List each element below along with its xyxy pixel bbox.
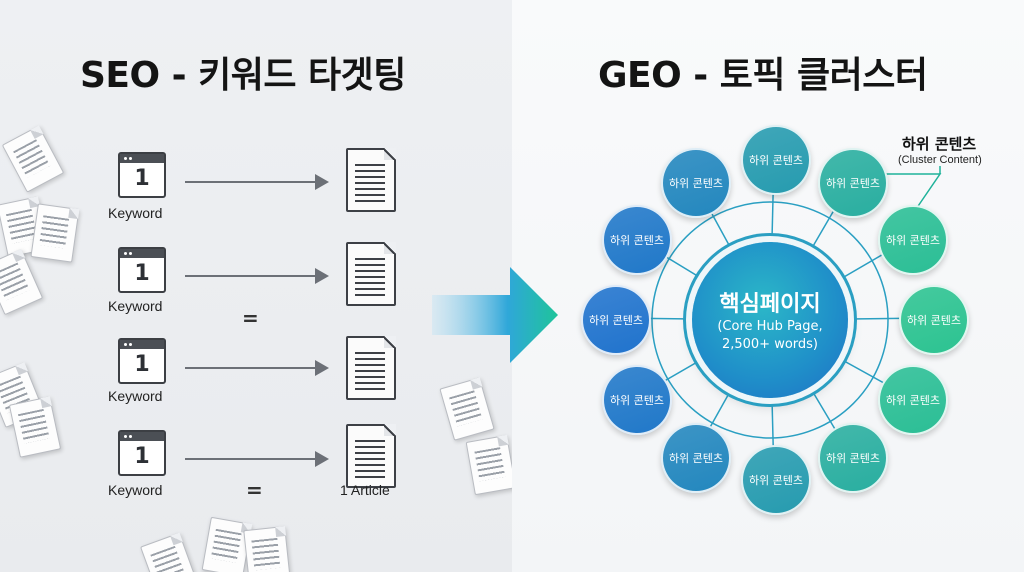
cluster-content-bubble: 하위 콘텐츠 xyxy=(602,365,672,435)
cluster-content-label: 하위 콘텐츠 xyxy=(906,314,962,327)
cluster-content-label: 하위 콘텐츠 xyxy=(748,154,804,167)
cluster-content-label: 하위 콘텐츠 xyxy=(609,234,665,247)
cluster-content-bubble: 하위 콘텐츠 xyxy=(741,125,811,195)
cluster-content-label: 하위 콘텐츠 xyxy=(609,394,665,407)
cluster-content-bubble: 하위 콘텐츠 xyxy=(899,285,969,355)
cluster-content-label: 하위 콘텐츠 xyxy=(748,474,804,487)
keyword-label: Keyword xyxy=(108,298,163,314)
cluster-content-bubble: 하위 콘텐츠 xyxy=(878,205,948,275)
cluster-content-label: 하위 콘텐츠 xyxy=(588,314,644,327)
cluster-content-bubble: 하위 콘텐츠 xyxy=(818,423,888,493)
equals-sign: = xyxy=(246,478,263,502)
keyword-label: Keyword xyxy=(108,205,163,221)
arrow xyxy=(185,360,329,376)
keyword-number: 1 xyxy=(134,444,150,469)
keyword-icon: 1 xyxy=(118,430,166,476)
keyword-number: 1 xyxy=(134,261,150,286)
keyword-label: Keyword xyxy=(108,388,163,404)
paper-icon xyxy=(140,532,198,572)
keyword-icon: 1 xyxy=(118,338,166,384)
cluster-content-bubble: 하위 콘텐츠 xyxy=(818,148,888,218)
cluster-content-bubble: 하위 콘텐츠 xyxy=(741,445,811,515)
article-label: 1 Article xyxy=(340,482,390,498)
core-subtitle: 2,500+ words) xyxy=(721,337,819,352)
article-icon xyxy=(346,242,396,306)
paper-icon xyxy=(243,525,291,572)
cluster-content-bubble: 하위 콘텐츠 xyxy=(878,365,948,435)
paper-icon xyxy=(0,248,44,316)
keyword-label: Keyword xyxy=(108,482,163,498)
paper-icon xyxy=(30,203,80,263)
core-hub-page: 핵심페이지 (Core Hub Page, 2,500+ words) xyxy=(692,242,848,398)
article-icon xyxy=(346,424,396,488)
arrow xyxy=(185,268,329,284)
paper-icon xyxy=(1,125,65,193)
article-icon xyxy=(346,148,396,212)
seo-title: SEO - 키워드 타겟팅 xyxy=(80,55,406,96)
core-subtitle: (Core Hub Page, xyxy=(717,319,823,334)
article-icon xyxy=(346,336,396,400)
arrow xyxy=(185,451,329,467)
keyword-number: 1 xyxy=(134,352,150,377)
transition-arrow xyxy=(432,267,558,363)
cluster-content-label: 하위 콘텐츠 xyxy=(825,177,881,190)
seo-panel xyxy=(0,0,512,572)
keyword-icon: 1 xyxy=(118,152,166,198)
callout-subtitle: (Cluster Content) xyxy=(898,154,982,166)
keyword-number: 1 xyxy=(134,166,150,191)
callout-title: 하위 콘텐츠 xyxy=(902,135,977,153)
equals-sign: = xyxy=(242,306,259,330)
arrow xyxy=(185,174,329,190)
paper-icon xyxy=(465,434,512,496)
cluster-content-bubble: 하위 콘텐츠 xyxy=(661,423,731,493)
paper-icon xyxy=(439,377,495,441)
keyword-icon: 1 xyxy=(118,247,166,293)
cluster-content-label: 하위 콘텐츠 xyxy=(885,234,941,247)
cluster-content-label: 하위 콘텐츠 xyxy=(885,394,941,407)
cluster-content-label: 하위 콘텐츠 xyxy=(668,452,724,465)
cluster-content-label: 하위 콘텐츠 xyxy=(825,452,881,465)
cluster-content-bubble: 하위 콘텐츠 xyxy=(602,205,672,275)
geo-title: GEO - 토픽 클러스터 xyxy=(598,55,928,96)
cluster-content-bubble: 하위 콘텐츠 xyxy=(661,148,731,218)
core-title: 핵심페이지 xyxy=(719,292,821,317)
paper-icon xyxy=(8,396,62,458)
cluster-content-bubble: 하위 콘텐츠 xyxy=(581,285,651,355)
cluster-content-label: 하위 콘텐츠 xyxy=(668,177,724,190)
